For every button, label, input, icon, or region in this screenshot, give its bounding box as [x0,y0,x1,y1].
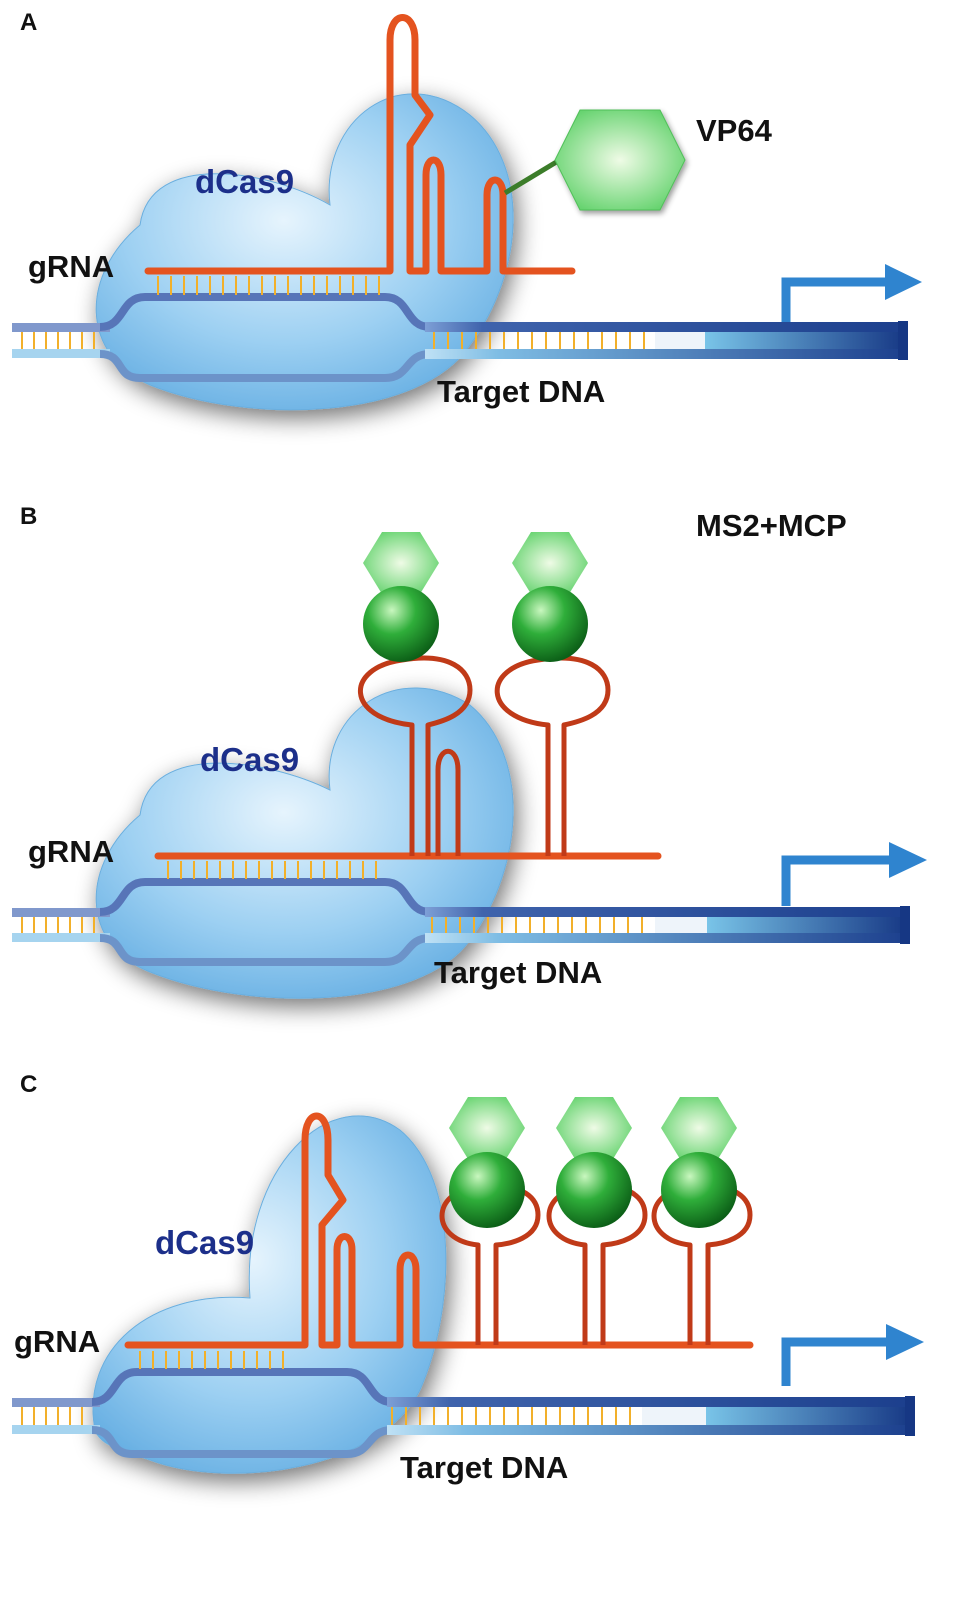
mcp-sphere [661,1152,737,1228]
mcp-activator-3 [661,1097,737,1228]
grna-base-pairs [167,861,377,879]
panel-letter: C [20,1071,37,1098]
activator-hexagon [661,1097,737,1159]
ms2-aptamer-loops [358,655,611,856]
target-dna-label: Target DNA [400,1450,568,1485]
transcription-start-arrow [781,842,927,906]
panel-letter: B [20,503,37,530]
grna-strand [124,1112,754,1349]
mcp-activator-1 [449,1097,525,1228]
target-dna-label: Target DNA [434,955,602,990]
activator-hexagon [449,1097,525,1159]
panel-c: C [12,1071,924,1485]
grna-label: gRNA [28,834,114,869]
panel-letter: A [20,9,37,36]
mcp-activator-1 [363,532,439,662]
panel-b: B [12,503,927,999]
grna-strand [144,14,576,275]
activator-hexagon [556,1097,632,1159]
mcp-sphere [363,586,439,662]
vp64-hexagon [554,109,686,211]
transcription-start-arrow [781,264,922,322]
dcas9-protein-blob [95,687,514,999]
dcas9-protein-blob [92,1115,447,1474]
mcp-sphere [512,586,588,662]
grna-label: gRNA [28,249,114,284]
mcp-activator-2 [512,532,588,662]
dcas9-protein-blob [95,93,514,411]
grna-base-pairs [139,1351,284,1369]
grna-label: gRNA [14,1324,100,1359]
mcp-activator-2 [556,1097,632,1228]
transcription-start-arrow [781,1324,924,1386]
dcas9-label: dCas9 [195,163,294,200]
dcas9-label: dCas9 [155,1224,254,1261]
dcas9-label: dCas9 [200,741,299,778]
grna-base-pairs [157,276,380,295]
target-dna-duplex [12,293,908,382]
target-dna-label: Target DNA [437,374,605,409]
activator-hexagon [512,532,588,594]
system-label: MS2+MCP [696,508,847,543]
vp64-label: VP64 [696,113,773,148]
mcp-sphere [449,1152,525,1228]
panel-a: A [12,9,922,411]
mcp-sphere [556,1152,632,1228]
activator-hexagon [363,532,439,594]
target-dna-duplex [12,1368,915,1458]
target-dna-duplex [12,878,910,966]
